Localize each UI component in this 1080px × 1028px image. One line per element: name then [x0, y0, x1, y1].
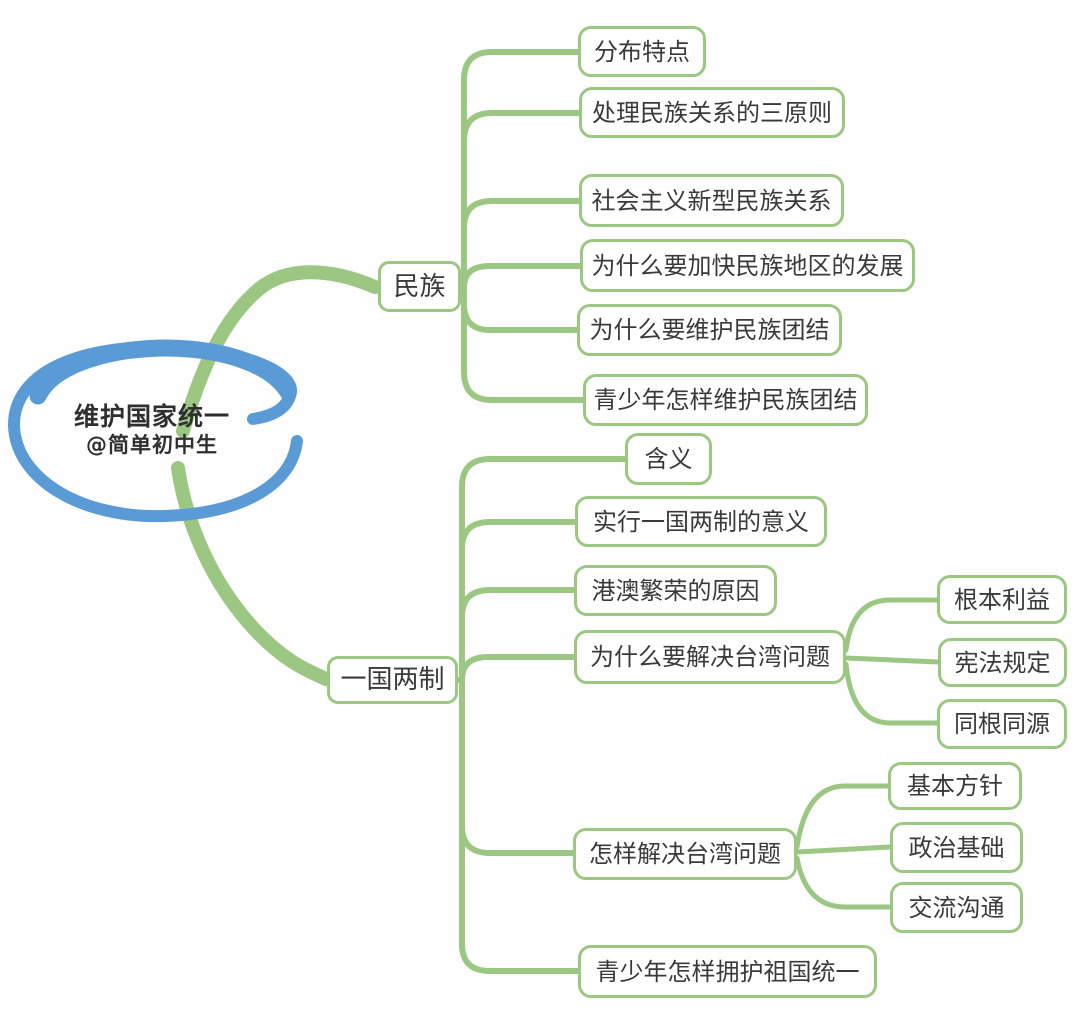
connector-teens-support-reunification — [459, 817, 581, 974]
node-constitutional-provision: 宪法规定 — [938, 638, 1067, 687]
node-why-solve-taiwan-issue: 为什么要解决台湾问题 — [574, 630, 846, 684]
center-topic: 维护国家统一 @简单初中生 — [32, 402, 272, 458]
node-meaning: 含义 — [625, 433, 712, 485]
node-significance-of-one-country-two-systems: 实行一国两制的意义 — [575, 496, 827, 547]
center-topic-title: 维护国家统一 — [73, 402, 230, 431]
connector-how-solve-taiwan — [459, 677, 576, 856]
node-three-principles-ethnic-relations: 处理民族关系的三原则 — [579, 87, 845, 138]
node-same-roots-same-origin: 同根同源 — [937, 699, 1067, 749]
connector-why-safeguard-unity — [461, 301, 580, 333]
connector-how-teens-safeguard-unity — [461, 284, 586, 403]
connector-constitutional-provision — [843, 655, 941, 665]
branch-line-ethnicity — [176, 265, 382, 438]
node-how-teens-support-reunification: 青少年怎样拥护祖国统一 — [578, 945, 877, 998]
center-ellipse-top-stroke — [29, 339, 297, 405]
node-why-accelerate-ethnic-region-development: 为什么要加快民族地区的发展 — [580, 239, 915, 292]
connector-three-principles — [461, 198, 582, 231]
connector-distribution-features — [461, 110, 582, 144]
connector-same-roots — [843, 661, 940, 726]
node-socialist-new-ethnic-relations: 社会主义新型民族关系 — [579, 174, 844, 227]
node-basic-policy: 基本方针 — [888, 762, 1022, 810]
connector-fundamental-interests — [843, 597, 940, 653]
connector-why-solve-taiwan — [459, 654, 577, 683]
node-distribution-features: 分布特点 — [578, 26, 706, 77]
connector-significance — [459, 519, 578, 552]
connector-political-foundation — [794, 844, 893, 855]
node-how-teens-safeguard-ethnic-unity: 青少年怎样维护民族团结 — [583, 374, 868, 426]
branch-one-country-two-systems: 一国两制 — [327, 656, 458, 704]
node-exchange-communication: 交流沟通 — [890, 882, 1023, 933]
connector-exchange-communication — [794, 855, 893, 910]
node-fundamental-interests: 根本利益 — [937, 575, 1067, 624]
node-hk-macau-prosperity-reasons: 港澳繁荣的原因 — [574, 565, 777, 616]
connector-why-accelerate-development — [461, 263, 583, 290]
connector-basic-policy — [794, 783, 891, 850]
node-how-solve-taiwan-issue: 怎样解决台湾问题 — [573, 828, 797, 880]
node-political-foundation: 政治基础 — [890, 822, 1023, 873]
branch-ethnicity: 民族 — [378, 261, 461, 312]
center-topic-handle: @简单初中生 — [86, 433, 218, 457]
node-why-safeguard-ethnic-unity: 为什么要维护民族团结 — [577, 304, 842, 356]
trunk-ethnicity — [453, 49, 581, 290]
connector-hk-macau-prosperity — [459, 587, 577, 620]
